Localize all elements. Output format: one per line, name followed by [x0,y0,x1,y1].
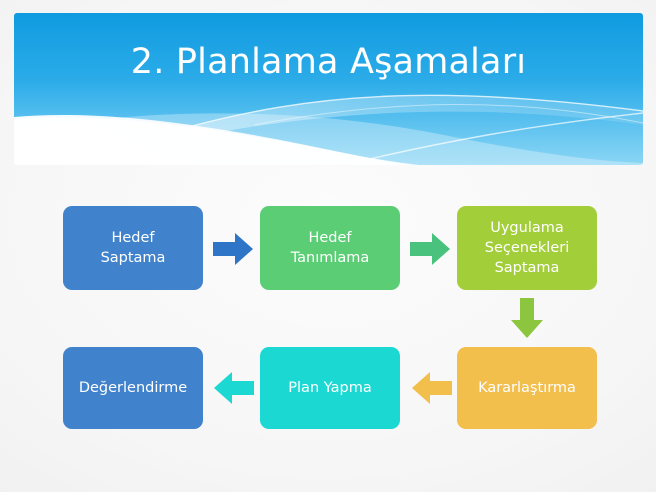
arrow-left-icon-kararlastirma-to-plan [410,370,454,406]
page-title: 2. Planlama Aşamaları [130,42,527,82]
flow-node-hedef-saptama[interactable]: Hedef Saptama [63,206,203,290]
arrow-right-icon-hedef-to-tanimlama [211,231,255,267]
flow-node-kararlastirma[interactable]: Kararlaştırma [457,347,597,429]
flow-node-uygulama-secenekleri-saptama[interactable]: Uygulama Seçenekleri Saptama [457,206,597,290]
flow-node-hedef-tanimlama[interactable]: Hedef Tanımlama [260,206,400,290]
flow-node-degerlendirme[interactable]: Değerlendirme [63,347,203,429]
arrow-left-icon-plan-to-degerlendirme [212,370,256,406]
arrow-down-icon-uygulama-to-kararlastirma [509,296,545,340]
slide-header-banner [14,13,643,165]
arrow-right-icon-tanimlama-to-uygulama [408,231,452,267]
flow-node-plan-yapma[interactable]: Plan Yapma [260,347,400,429]
header-wave-graphic [14,13,643,165]
